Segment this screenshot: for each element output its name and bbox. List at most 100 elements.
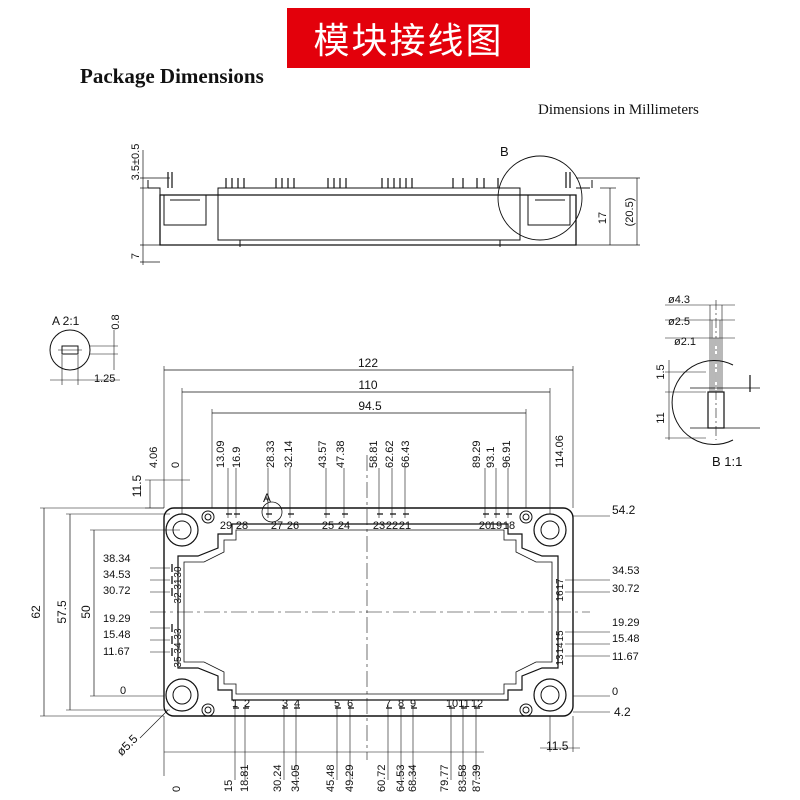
left-y-label: 30.72 bbox=[103, 585, 131, 597]
bottom-x-label: 83.58 bbox=[457, 764, 469, 792]
dim-left-margin-11-5: 11.5 bbox=[130, 474, 144, 497]
dim-height-62: 62 bbox=[29, 605, 43, 619]
bottom-x-label: 45.48 bbox=[325, 764, 337, 792]
bottom-pin-number: 6 bbox=[347, 698, 353, 710]
left-y-label: 0 bbox=[120, 685, 126, 697]
right-pin-number: 14 bbox=[555, 642, 566, 654]
left-pin-number: 34 bbox=[173, 642, 184, 654]
side-view bbox=[140, 150, 640, 265]
bottom-x-label: 87.39 bbox=[471, 764, 483, 792]
top-x-label: 28.33 bbox=[265, 440, 277, 468]
detail-a-title: A 2:1 bbox=[52, 314, 80, 328]
dim-bottom-right-11-5: 11.5 bbox=[546, 739, 569, 753]
detail-b bbox=[665, 300, 760, 445]
right-y-label: 11.67 bbox=[612, 651, 639, 663]
top-x-label: 66.43 bbox=[400, 440, 412, 468]
detail-b-title: B 1:1 bbox=[712, 454, 742, 469]
top-x-label: 114.06 bbox=[554, 435, 566, 468]
detail-b-dim-11: 11 bbox=[655, 412, 667, 423]
bottom-pin-number: 11 bbox=[458, 698, 469, 710]
top-x-label: 62.62 bbox=[384, 440, 396, 468]
top-x-label: 93.1 bbox=[485, 447, 497, 468]
bottom-pin-number: 1 bbox=[232, 698, 238, 710]
top-x-label: 16.9 bbox=[231, 447, 243, 468]
bottom-x-label: 18.81 bbox=[239, 764, 251, 792]
top-pin-number: 26 bbox=[287, 520, 299, 532]
bottom-pin-number: 5 bbox=[334, 698, 340, 710]
top-pin-number: 20 bbox=[479, 520, 491, 532]
right-pin-number: 17 bbox=[555, 578, 566, 590]
detail-a-dim-width: 1.25 bbox=[94, 373, 115, 385]
top-pin-number: 27 bbox=[271, 520, 283, 532]
dim-height-50: 50 bbox=[79, 605, 93, 619]
dim-overall-122: 122 bbox=[358, 356, 378, 370]
side-dim-body: 17 bbox=[597, 212, 609, 224]
left-pin-number: 33 bbox=[173, 628, 184, 640]
bottom-pin-number: 3 bbox=[282, 698, 288, 710]
top-x-label: 43.57 bbox=[317, 440, 329, 468]
bottom-pin-number: 7 bbox=[385, 698, 391, 710]
bottom-pin-number: 2 bbox=[244, 698, 250, 710]
top-x-label: 13.09 bbox=[215, 440, 227, 468]
left-pin-number: 31 bbox=[173, 578, 184, 590]
right-pin-number: 16 bbox=[555, 590, 566, 602]
bottom-pin-number: 8 bbox=[398, 698, 404, 710]
detail-a-dim-thickness: 0.8 bbox=[110, 314, 122, 329]
right-y-label: 19.29 bbox=[612, 617, 640, 629]
dim-right-top-54-2: 54.2 bbox=[612, 503, 636, 517]
bottom-pin-number: 4 bbox=[294, 698, 300, 710]
side-dim-total: (20.5) bbox=[624, 198, 636, 227]
top-x-label: 0 bbox=[170, 462, 182, 468]
side-dim-base: 7 bbox=[130, 253, 142, 259]
top-pin-number: 18 bbox=[503, 520, 515, 532]
dim-hole-5-5: ø5.5 bbox=[114, 732, 141, 759]
dim-right-bottom-4-2: 4.2 bbox=[614, 705, 631, 719]
top-x-label: 47.38 bbox=[335, 440, 347, 468]
right-pin-number: 13 bbox=[555, 654, 566, 666]
left-y-label: 38.34 bbox=[103, 553, 131, 565]
bottom-pin-number: 12 bbox=[471, 698, 483, 710]
bottom-x-label: 34.05 bbox=[290, 764, 302, 792]
left-y-label: 15.48 bbox=[103, 629, 131, 641]
bottom-x-label: 0 bbox=[171, 786, 183, 792]
top-pin-number: 23 bbox=[373, 520, 385, 532]
left-pin-number: 30 bbox=[173, 566, 184, 578]
bottom-x-label: 49.29 bbox=[344, 764, 356, 792]
top-view bbox=[40, 366, 610, 780]
left-y-label: 34.53 bbox=[103, 569, 131, 581]
top-x-label: 32.14 bbox=[283, 440, 295, 468]
top-pin-number: 19 bbox=[490, 520, 502, 532]
top-x-label: 4.06 bbox=[148, 447, 160, 468]
top-x-label: 89.29 bbox=[471, 440, 483, 468]
detail-b-dim-1-5: 1.5 bbox=[655, 364, 667, 379]
left-pin-number: 32 bbox=[173, 592, 184, 604]
detail-b-dim-2-5: ø2.5 bbox=[668, 316, 690, 328]
top-pin-number: 22 bbox=[386, 520, 398, 532]
detail-b-callout: B bbox=[500, 144, 509, 159]
bottom-pin-number: 9 bbox=[410, 698, 416, 710]
top-pin-number: 25 bbox=[322, 520, 334, 532]
bottom-x-label: 68.34 bbox=[407, 764, 419, 792]
title-banner: 模块接线图 bbox=[287, 8, 530, 68]
dim-height-57-5: 57.5 bbox=[55, 600, 69, 624]
top-pin-number: 28 bbox=[236, 520, 248, 532]
dim-overall-94-5: 94.5 bbox=[358, 399, 382, 413]
dim-overall-110: 110 bbox=[358, 378, 377, 392]
bottom-x-label: 64.53 bbox=[395, 764, 407, 792]
left-pin-number: 35 bbox=[173, 656, 184, 668]
top-x-label: 58.81 bbox=[368, 440, 380, 468]
top-pin-number: 29 bbox=[220, 520, 232, 532]
page-heading: Package Dimensions bbox=[80, 64, 264, 88]
right-y-label: 30.72 bbox=[612, 583, 640, 595]
side-dim-pin-height: 3.5±0.5 bbox=[130, 144, 142, 181]
right-y-label: 34.53 bbox=[612, 565, 640, 577]
detail-b-dim-2-1: ø2.1 bbox=[674, 336, 696, 348]
top-x-label: 96.91 bbox=[501, 440, 513, 468]
left-y-label: 19.29 bbox=[103, 613, 131, 625]
bottom-x-label: 30.24 bbox=[272, 764, 284, 792]
left-y-label: 11.67 bbox=[103, 646, 130, 658]
top-pin-number: 24 bbox=[338, 520, 350, 532]
detail-a bbox=[49, 329, 120, 385]
right-y-label: 15.48 bbox=[612, 633, 640, 645]
